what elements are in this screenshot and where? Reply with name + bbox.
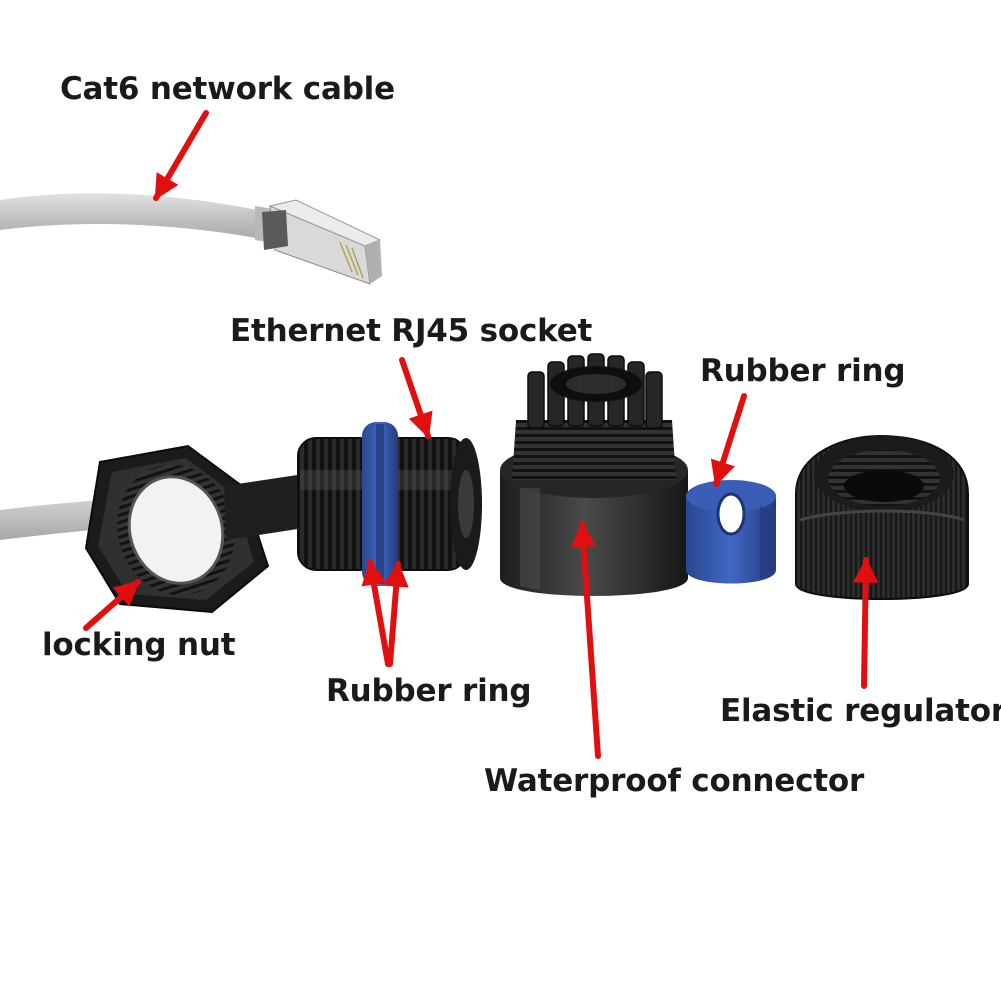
waterproof-connector — [500, 353, 688, 596]
label-ethernet-rj45-socket: Ethernet RJ45 socket — [230, 313, 593, 349]
arrow-rubber-ring-right — [710, 393, 747, 487]
label-rubber-ring-right: Rubber ring — [700, 353, 906, 389]
cat6-cable-top — [0, 193, 382, 285]
rubber-seal — [686, 480, 776, 584]
arrow-locking-nut — [83, 579, 141, 631]
rj45-socket — [224, 422, 482, 586]
arrow-cat6-cable — [153, 110, 209, 201]
label-elastic-regulator: Elastic regulator — [720, 693, 1001, 729]
arrow-elastic-regulator — [853, 557, 879, 689]
label-rubber-ring-left: Rubber ring — [326, 673, 532, 709]
arrow-rubber-ring-left-b — [383, 561, 409, 667]
callout-arrows — [83, 110, 879, 759]
arrow-rubber-ring-left-a — [361, 559, 391, 667]
label-waterproof-connector: Waterproof connector — [484, 763, 865, 799]
label-cat6-network-cable: Cat6 network cable — [60, 71, 395, 107]
label-locking-nut: locking nut — [42, 627, 236, 663]
locking-nut — [84, 444, 270, 614]
elastic-regulator — [795, 434, 969, 600]
arrow-waterproof-connector — [570, 521, 601, 759]
arrow-rj45-socket — [399, 357, 433, 439]
